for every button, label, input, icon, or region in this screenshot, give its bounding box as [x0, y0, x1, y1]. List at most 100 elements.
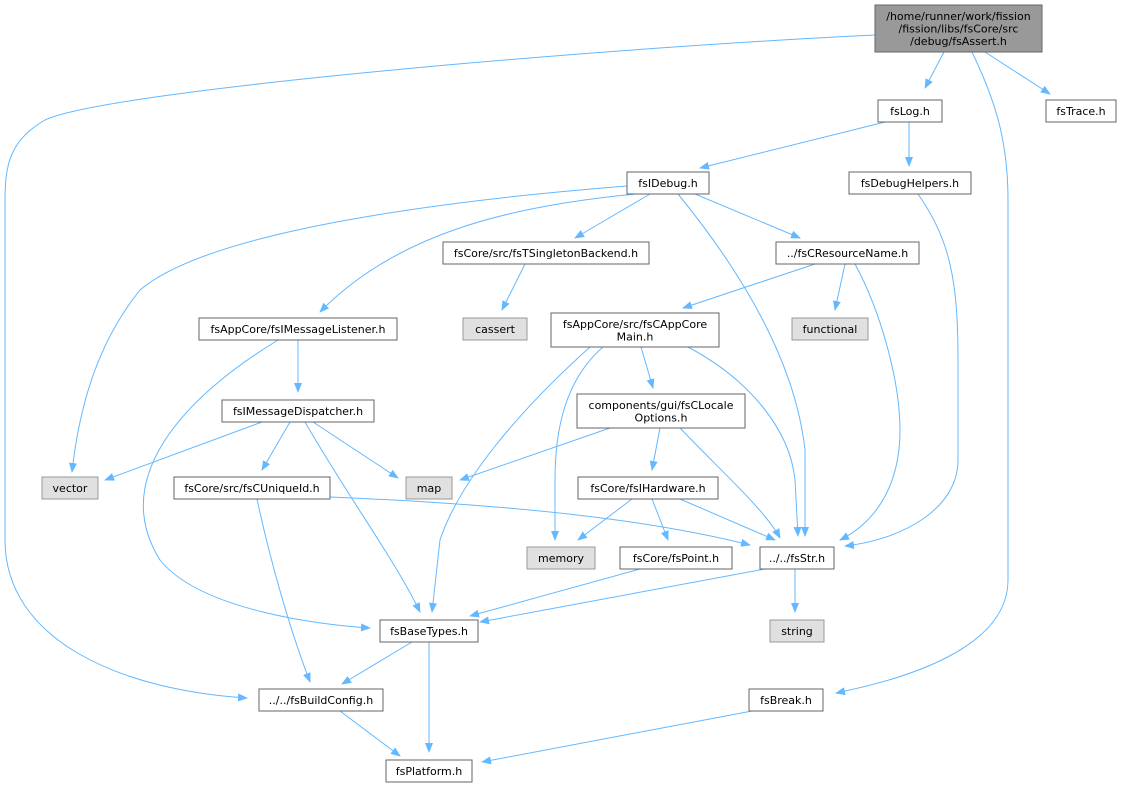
node-root[interactable]: /home/runner/work/fission/fission/libs/f… — [874, 4, 1043, 53]
edges — [4, 34, 1051, 765]
node-label: vector — [53, 482, 88, 495]
edge-fsbreak-to-fsplatform — [481, 710, 753, 765]
edge-fscresourcename-to-fsstr — [839, 263, 901, 541]
node-box — [626, 171, 710, 195]
edge-fsimsgdispatcher-to-fscuniqueid — [261, 421, 291, 471]
node-label: fsAppCore/src/fsCAppCore — [563, 318, 707, 331]
edge-root-to-fslog — [924, 51, 945, 89]
edge-fstsingleton-to-cassert — [501, 263, 526, 311]
node-functional[interactable]: functional — [791, 317, 869, 341]
node-box — [619, 546, 733, 570]
edge-fsbasetypes-to-fsbuildconfig — [341, 641, 413, 685]
node-label: fsAppCore/fsIMessageListener.h — [210, 323, 385, 336]
node-box — [258, 688, 384, 712]
node-label: fsPlatform.h — [396, 765, 462, 778]
edge-fscuniqueid-to-fsbuildconfig — [256, 498, 311, 683]
node-fscuniqueid[interactable]: fsCore/src/fsCUniqueId.h — [173, 476, 331, 500]
node-box — [1045, 99, 1117, 123]
node-fsimsglistener[interactable]: fsAppCore/fsIMessageListener.h — [198, 317, 398, 341]
node-box — [198, 317, 398, 341]
node-box — [769, 619, 825, 643]
node-label: map — [417, 482, 441, 495]
node-label: fsBreak.h — [760, 694, 812, 707]
node-vector[interactable]: vector — [41, 476, 99, 500]
nodes: /home/runner/work/fission/fission/libs/f… — [41, 4, 1117, 783]
edge-fscappcore-to-memory — [551, 346, 604, 541]
edge-fsclocale-to-map — [459, 427, 611, 481]
edge-fsbuildconfig-to-fsplatform — [339, 710, 401, 757]
node-box — [759, 546, 835, 570]
node-cassert[interactable]: cassert — [462, 317, 528, 341]
edge-fscresourcename-to-fscappcore — [682, 263, 816, 309]
edge-fscappcore-to-fsbasetypes — [429, 346, 591, 613]
edge-fsihardware-to-fsstr — [679, 498, 776, 541]
edge-fsimsgdispatcher-to-fsbasetypes — [304, 421, 421, 613]
node-label: fsIMessageDispatcher.h — [233, 405, 363, 418]
node-label: memory — [538, 552, 584, 565]
node-box — [874, 4, 1043, 53]
edge-fspoint-to-fsbasetypes — [469, 568, 641, 618]
node-label: fsTrace.h — [1056, 105, 1105, 118]
node-label: fsCore/fsPoint.h — [633, 552, 719, 565]
node-box — [173, 476, 331, 500]
node-label: fsCore/src/fsTSingletonBackend.h — [454, 247, 638, 260]
edge-fsihardware-to-memory — [577, 498, 633, 541]
edge-root-to-fsbreak — [835, 51, 1009, 696]
node-label: components/gui/fsCLocale — [589, 399, 734, 412]
edge-fscresourcename-to-functional — [833, 263, 846, 311]
edge-fsidebug-to-fstsingleton — [574, 193, 651, 239]
node-box — [775, 241, 920, 265]
node-label: ../../fsStr.h — [769, 552, 825, 565]
node-string[interactable]: string — [769, 619, 825, 643]
edge-fsstr-to-fsbasetypes — [479, 568, 766, 625]
edge-fsclocale-to-fsstr — [679, 427, 781, 539]
node-box — [526, 546, 596, 570]
node-fscresourcename[interactable]: ../fsCResourceName.h — [775, 241, 920, 265]
node-fsbasetypes[interactable]: fsBaseTypes.h — [379, 619, 479, 643]
node-label: fsLog.h — [890, 105, 930, 118]
node-fsidebug[interactable]: fsIDebug.h — [626, 171, 710, 195]
node-label: /fission/libs/fsCore/src — [899, 23, 1019, 36]
node-box — [41, 476, 99, 500]
edge-fsidebug-to-fscresourcename — [694, 193, 801, 239]
edge-fsimsgdispatcher-to-map — [312, 421, 399, 479]
node-label: ../../fsBuildConfig.h — [269, 694, 373, 707]
node-fsplatform[interactable]: fsPlatform.h — [385, 759, 473, 783]
node-fstrace[interactable]: fsTrace.h — [1045, 99, 1117, 123]
edge-fscappcore-to-fsstr — [687, 346, 802, 537]
edge-fsihardware-to-fspoint — [651, 498, 669, 541]
edge-root-to-fsbuildconfig — [4, 34, 876, 702]
node-memory[interactable]: memory — [526, 546, 596, 570]
node-label: functional — [803, 323, 858, 336]
node-box — [748, 688, 824, 712]
node-box — [379, 619, 479, 643]
node-fsihardware[interactable]: fsCore/fsIHardware.h — [577, 476, 719, 500]
edge-fscuniqueid-to-fsstr — [329, 496, 751, 547]
node-fsimsgdispatcher[interactable]: fsIMessageDispatcher.h — [221, 399, 375, 423]
node-box — [442, 241, 650, 265]
node-label: fsCore/fsIHardware.h — [590, 482, 705, 495]
node-fsbuildconfig[interactable]: ../../fsBuildConfig.h — [258, 688, 384, 712]
node-label: ../fsCResourceName.h — [787, 247, 908, 260]
edge-fsimsglistener-to-fsbasetypes — [142, 339, 371, 632]
node-fsbreak[interactable]: fsBreak.h — [748, 688, 824, 712]
node-fsstr[interactable]: ../../fsStr.h — [759, 546, 835, 570]
node-fspoint[interactable]: fsCore/fsPoint.h — [619, 546, 733, 570]
edge-fsidebug-to-fsstr — [677, 193, 809, 537]
node-fslog[interactable]: fsLog.h — [877, 99, 943, 123]
edge-fscappcore-to-fsclocale — [640, 346, 655, 389]
node-box — [405, 476, 453, 500]
node-label: fsBaseTypes.h — [390, 625, 468, 638]
node-map[interactable]: map — [405, 476, 453, 500]
node-fsdebughelpers[interactable]: fsDebugHelpers.h — [848, 171, 972, 195]
edge-fsclocale-to-fsihardware — [649, 427, 661, 471]
node-fstsingleton[interactable]: fsCore/src/fsTSingletonBackend.h — [442, 241, 650, 265]
node-label: string — [781, 625, 813, 638]
edge-fsimsgdispatcher-to-vector — [104, 421, 263, 481]
edge-fsidebug-to-fsimsglistener — [319, 193, 637, 313]
node-box — [848, 171, 972, 195]
node-box — [221, 399, 375, 423]
